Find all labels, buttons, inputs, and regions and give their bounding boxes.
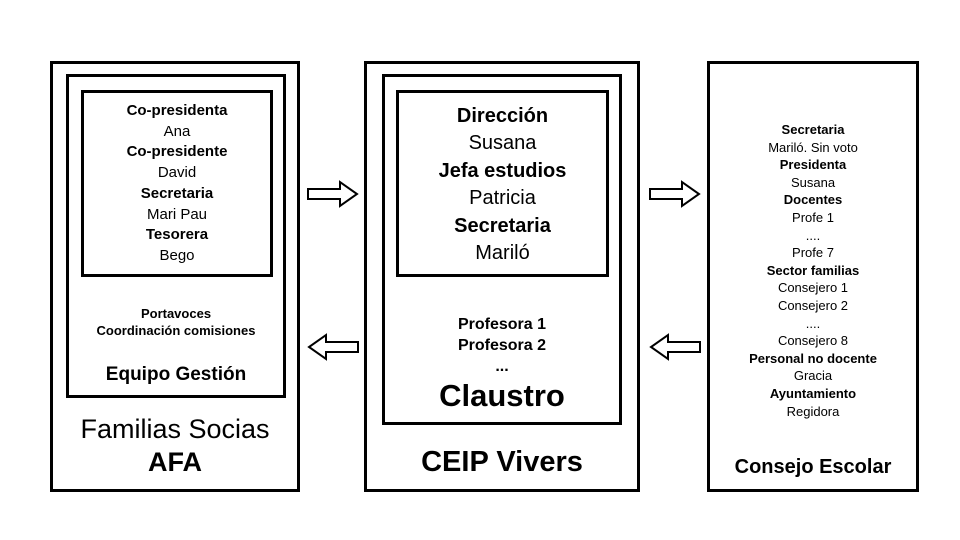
portavoces-label: Portavoces xyxy=(140,306,212,321)
afa-board-list: Co-presidenta Ana Co-presidente David Se… xyxy=(81,101,273,267)
consejo-member: Regidora xyxy=(786,403,840,419)
direccion-role: Secretaria xyxy=(454,214,551,237)
teacher-item: ... xyxy=(495,358,509,375)
consejo-title: Consejo Escolar xyxy=(734,456,892,478)
direccion-name: Patricia xyxy=(469,187,536,210)
board-name: David xyxy=(157,164,197,182)
consejo-role: Docentes xyxy=(783,192,843,208)
afa-title-line2: AFA xyxy=(148,447,202,477)
direccion-role: Dirección xyxy=(456,105,549,127)
ceip-title: CEIP Vivers xyxy=(421,446,583,478)
board-name: Bego xyxy=(159,246,195,264)
direccion-name: Susana xyxy=(468,132,537,155)
consejo-role: Secretaria xyxy=(781,122,845,137)
afa-title: Familias Socias AFA xyxy=(50,413,300,479)
consejo-role: Presidenta xyxy=(779,157,847,173)
board-role: Tesorera xyxy=(145,226,209,244)
teacher-item: Profesora 2 xyxy=(457,337,547,354)
direccion-role: Jefa estudios xyxy=(438,159,567,182)
consejo-member: Profe 7 xyxy=(792,245,834,261)
afa-title-line1: Familias Socias xyxy=(80,414,270,444)
afa-extra-roles: Portavoces Coordinación comisiones xyxy=(66,305,286,339)
board-role: Co-presidente xyxy=(126,143,228,161)
board-role: Secretaria xyxy=(140,184,214,202)
arrow-right-afa-to-ceip xyxy=(307,180,359,208)
consejo-member: Gracia xyxy=(793,368,833,384)
coordinacion-label: Coordinación comisiones xyxy=(96,323,256,338)
teacher-item: Profesora 1 xyxy=(457,316,547,333)
board-role: Co-presidenta xyxy=(126,102,228,119)
consejo-member: .... xyxy=(805,315,821,331)
consejo-role: Sector familias xyxy=(766,262,860,278)
consejo-member: Consejero 1 xyxy=(777,280,849,296)
direccion-name: Mariló xyxy=(475,242,530,265)
consejo-role: Ayuntamiento xyxy=(769,385,857,401)
consejo-member: Mariló. Sin voto xyxy=(768,139,858,155)
arrow-left-ceip-to-afa xyxy=(307,333,359,361)
consejo-member: Susana xyxy=(790,174,836,190)
consejo-member: Consejero 8 xyxy=(777,333,849,349)
consejo-list: Secretaria Mariló. Sin voto Presidenta S… xyxy=(707,121,919,420)
teachers-list: Profesora 1 Profesora 2 ... xyxy=(382,314,622,377)
arrow-right-ceip-to-consejo xyxy=(649,180,701,208)
direccion-box xyxy=(396,90,609,277)
consejo-outer-box xyxy=(707,61,919,492)
board-name: Ana xyxy=(163,122,191,140)
consejo-member: Consejero 2 xyxy=(777,297,849,313)
consejo-member: Profe 1 xyxy=(792,209,834,225)
claustro-title: Claustro xyxy=(439,378,565,413)
consejo-role: Personal no docente xyxy=(749,350,877,366)
consejo-member: .... xyxy=(805,227,821,243)
board-name: Mari Pau xyxy=(146,205,208,223)
direccion-list: Dirección Susana Jefa estudios Patricia … xyxy=(396,103,609,267)
arrow-left-consejo-to-ceip xyxy=(649,333,701,361)
afa-board-box xyxy=(81,90,273,277)
equipo-gestion-title: Equipo Gestión xyxy=(105,364,247,385)
